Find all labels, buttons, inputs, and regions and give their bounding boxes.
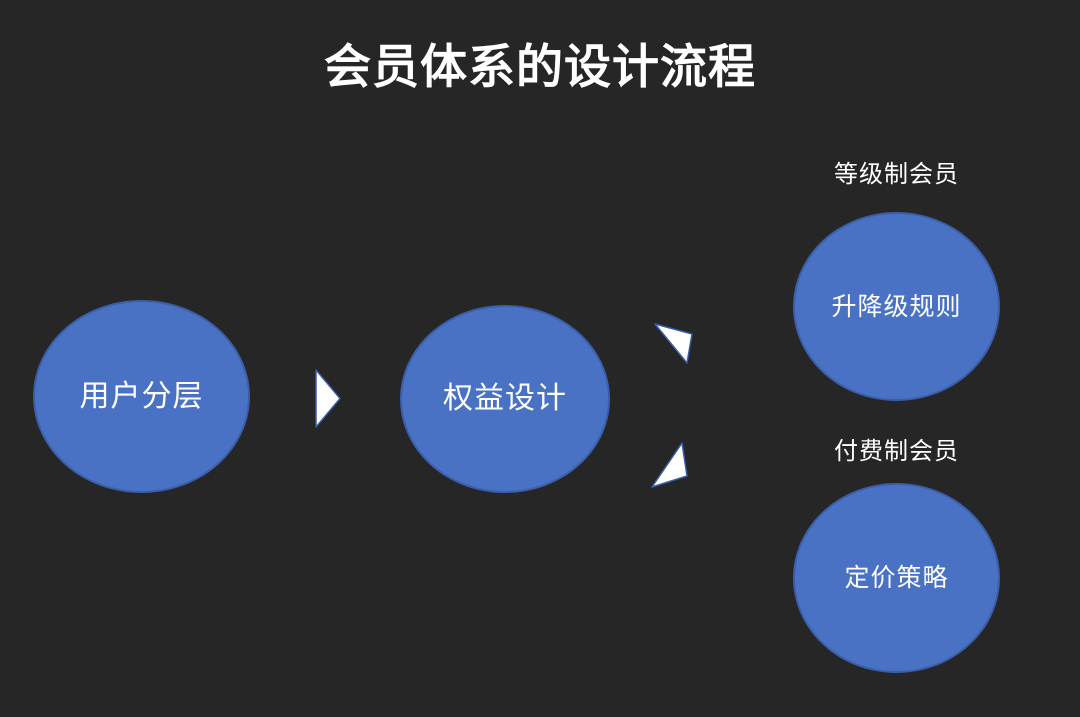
node-pricing-strategy: 定价策略 <box>793 483 1000 673</box>
node-benefits-design-label: 权益设计 <box>443 382 567 415</box>
branch-label-paid-membership: 付费制会员 <box>834 438 959 465</box>
branch-label-tiered-membership: 等级制会员 <box>834 161 959 188</box>
node-user-segmentation: 用户分层 <box>33 300 250 493</box>
upper-branch-arrow-icon <box>654 323 693 364</box>
node-upgrade-rules-label: 升降级规则 <box>831 292 962 321</box>
node-user-segmentation-label: 用户分层 <box>79 379 204 413</box>
right-arrow-icon <box>315 369 341 428</box>
lower-branch-arrow-icon <box>651 442 688 488</box>
node-pricing-strategy-label: 定价策略 <box>844 564 949 592</box>
node-upgrade-rules: 升降级规则 <box>793 212 1000 401</box>
node-benefits-design: 权益设计 <box>400 305 610 493</box>
slide-title: 会员体系的设计流程 <box>324 40 756 93</box>
